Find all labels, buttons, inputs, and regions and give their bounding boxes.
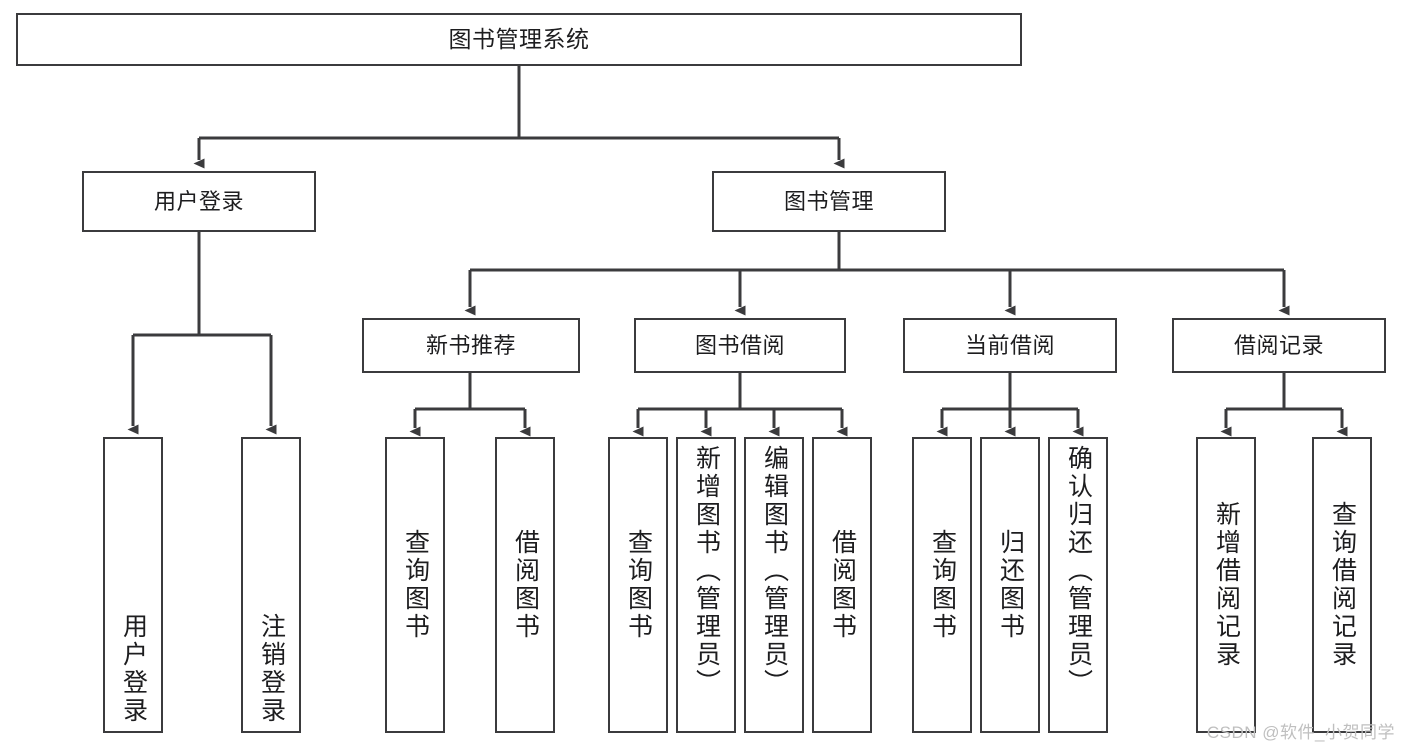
node-label: 确认归还（管理员） [1064, 445, 1093, 697]
node-leaf-return-book[interactable]: 归还图书 [980, 437, 1040, 733]
node-leaf-query-book-current[interactable]: 查询图书 [912, 437, 972, 733]
node-book-management[interactable]: 图书管理 [712, 171, 946, 232]
node-user-login[interactable]: 用户登录 [82, 171, 316, 232]
node-leaf-add-book-admin[interactable]: 新增图书（管理员） [676, 437, 736, 733]
csdn-watermark: CSDN @软件_小贺同学 [1206, 723, 1395, 742]
node-current-borrowing[interactable]: 当前借阅 [903, 318, 1117, 373]
node-label: 新增图书（管理员） [692, 445, 721, 697]
node-label: 当前借阅 [964, 332, 1055, 358]
node-label: 新增借阅记录 [1212, 501, 1241, 669]
node-label: 查询图书 [624, 529, 653, 641]
node-leaf-add-borrow-record[interactable]: 新增借阅记录 [1196, 437, 1256, 733]
node-label: 借阅图书 [828, 529, 857, 641]
node-leaf-edit-book-admin[interactable]: 编辑图书（管理员） [744, 437, 804, 733]
node-label: 用户登录 [153, 188, 244, 214]
node-label: 编辑图书（管理员） [760, 445, 789, 697]
node-label: 查询借阅记录 [1328, 501, 1357, 669]
node-label: 借阅图书 [511, 529, 540, 641]
node-leaf-user-login[interactable]: 用户登录 [103, 437, 163, 733]
node-new-book-recommendation[interactable]: 新书推荐 [362, 318, 580, 373]
node-label: 图书借阅 [694, 332, 785, 358]
node-label: 归还图书 [996, 529, 1025, 641]
node-leaf-borrow-book-recommend[interactable]: 借阅图书 [495, 437, 555, 733]
node-label: 新书推荐 [425, 332, 516, 358]
node-book-borrowing[interactable]: 图书借阅 [634, 318, 846, 373]
node-label: 图书管理 [783, 188, 874, 214]
node-label: 注销登录 [257, 613, 286, 725]
node-leaf-query-book-recommend[interactable]: 查询图书 [385, 437, 445, 733]
node-label: 查询图书 [401, 529, 430, 641]
node-label: 查询图书 [928, 529, 957, 641]
node-borrowing-record[interactable]: 借阅记录 [1172, 318, 1386, 373]
node-label: 借阅记录 [1233, 332, 1324, 358]
node-leaf-logout[interactable]: 注销登录 [241, 437, 301, 733]
node-leaf-borrow-book[interactable]: 借阅图书 [812, 437, 872, 733]
node-label: 用户登录 [119, 613, 148, 725]
node-leaf-query-book-borrow[interactable]: 查询图书 [608, 437, 668, 733]
node-label: 图书管理系统 [448, 26, 590, 53]
node-root-book-management-system[interactable]: 图书管理系统 [16, 13, 1022, 66]
node-leaf-confirm-return-admin[interactable]: 确认归还（管理员） [1048, 437, 1108, 733]
node-leaf-query-borrow-record[interactable]: 查询借阅记录 [1312, 437, 1372, 733]
